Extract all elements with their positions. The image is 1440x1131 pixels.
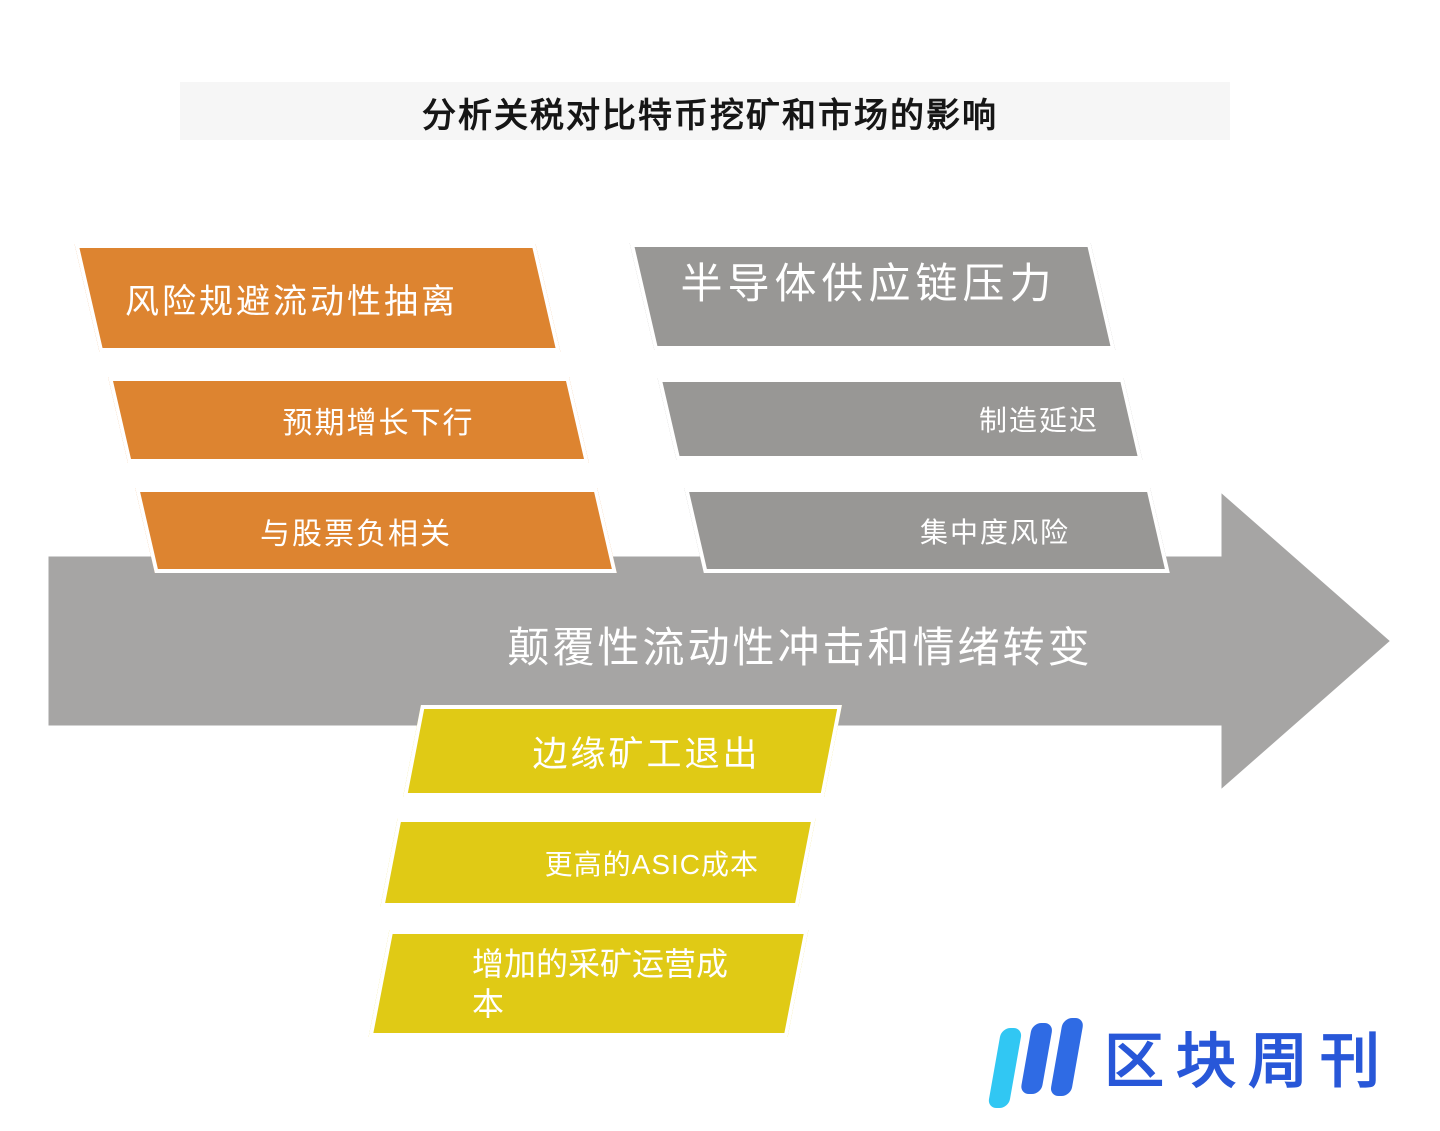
shape-semiconductor-supply-chain: 半导体供应链压力 [629, 243, 1116, 350]
shape-negative-stock-correlation: 与股票负相关 [135, 488, 617, 573]
shape-label-text: 增加的采矿运营成本 [472, 945, 729, 1022]
shape-manufacturing-delay: 制造延迟 [657, 378, 1143, 460]
shape-label: 增加的采矿运营成本 [379, 930, 798, 1037]
bar-chart-logo-icon [988, 1018, 1083, 1108]
shape-label: 集中度风险 [919, 516, 1070, 548]
shape-label: 预期增长下行 [282, 407, 475, 440]
logo: 区块周刊 [988, 1012, 1392, 1112]
logo-text: 区块周刊 [1104, 1028, 1392, 1095]
shape-label: 与股票负相关 [260, 517, 452, 551]
shape-label: 更高的ASIC成本 [544, 848, 759, 880]
shape-label: 风险规避流动性抽离 [125, 282, 458, 321]
page-title: 分析关税对比特币挖矿和市场的影响 [422, 97, 998, 135]
shape-increased-mining-opex: 增加的采矿运营成本 [368, 930, 809, 1037]
title-background-band [180, 82, 1230, 140]
shape-risk-off-liquidity: 风险规避流动性抽离 [74, 244, 561, 352]
main-arrow-label: 颠覆性流动性冲击和情绪转变 [507, 623, 1093, 671]
shape-label: 半导体供应链压力 [680, 260, 1057, 307]
shape-concentration-risk: 集中度风险 [684, 488, 1170, 573]
shape-marginal-miner-exit: 边缘矿工退出 [403, 705, 842, 797]
shape-expected-growth-down: 预期增长下行 [108, 377, 589, 463]
shape-label: 制造延迟 [978, 405, 1099, 436]
shape-higher-asic-cost: 更高的ASIC成本 [380, 818, 816, 907]
shape-label: 边缘矿工退出 [532, 734, 761, 774]
